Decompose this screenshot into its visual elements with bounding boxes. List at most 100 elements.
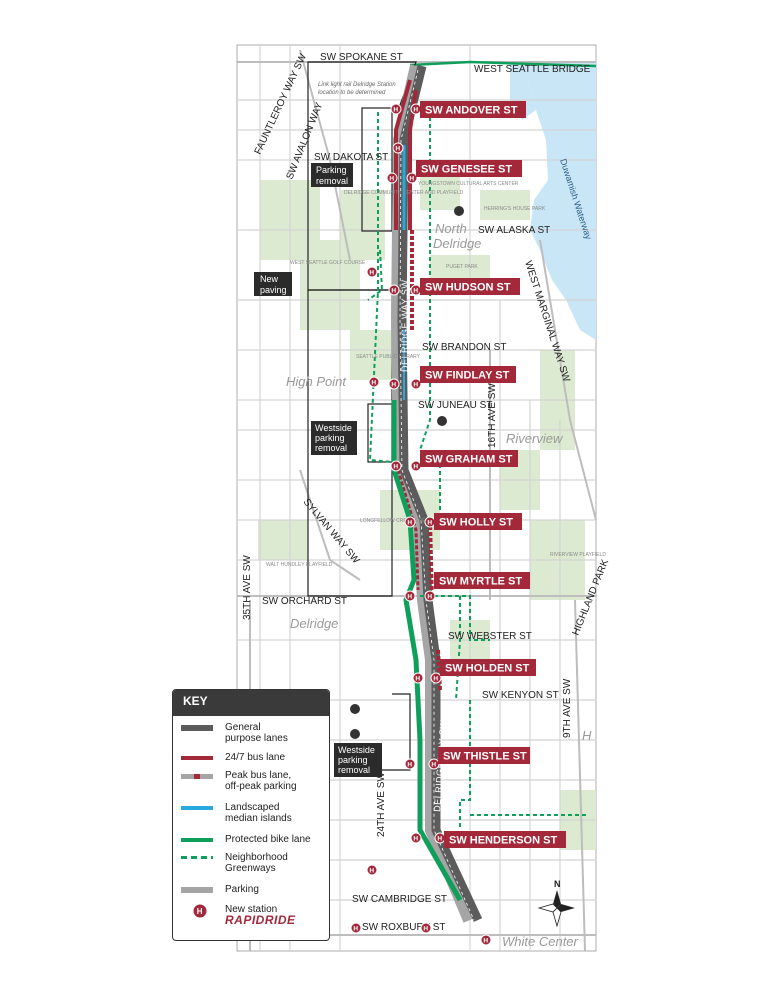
area-north-delridge-1: North bbox=[435, 221, 467, 236]
svg-text:H: H bbox=[391, 382, 396, 389]
callout-new-paving: New paving bbox=[254, 272, 292, 296]
svg-text:removal: removal bbox=[316, 176, 348, 186]
svg-text:H: H bbox=[437, 836, 442, 843]
svg-text:H: H bbox=[197, 907, 203, 916]
key-label: Greenways bbox=[225, 863, 276, 874]
svg-text:removal: removal bbox=[315, 443, 347, 453]
svg-text:Westside: Westside bbox=[338, 745, 375, 755]
station-marker-thistle-east: H bbox=[428, 758, 440, 770]
station-marker-graham-east: H bbox=[410, 460, 422, 472]
station-label: SW HOLLY ST bbox=[439, 517, 513, 529]
street-24th: 24TH AVE SW bbox=[376, 772, 387, 837]
svg-text:H: H bbox=[415, 676, 420, 683]
svg-text:H: H bbox=[413, 382, 418, 389]
svg-text:New: New bbox=[260, 274, 279, 284]
station-label: SW ANDOVER ST bbox=[425, 105, 518, 117]
poi-icon bbox=[454, 206, 464, 216]
station-marker-myrtle-east: H bbox=[424, 590, 436, 602]
street-cambridge: SW CAMBRIDGE ST bbox=[352, 894, 447, 905]
area-high-point: High Point bbox=[286, 374, 347, 389]
local-stop-marker: H bbox=[366, 266, 378, 278]
station-label: SW HOLDEN ST bbox=[445, 663, 530, 675]
svg-text:H: H bbox=[407, 762, 412, 769]
key-label: Landscaped bbox=[225, 802, 280, 813]
area-h-partial: H bbox=[582, 728, 592, 743]
corridor-centerline bbox=[399, 69, 475, 921]
svg-text:parking: parking bbox=[315, 433, 345, 443]
street-spokane: SW SPOKANE ST bbox=[320, 52, 403, 63]
svg-text:H: H bbox=[389, 176, 394, 183]
station-tag-andover: SW ANDOVER ST bbox=[420, 101, 526, 118]
place-golf: WEST SEATTLE GOLF COURSE bbox=[290, 260, 366, 266]
svg-text:Westside: Westside bbox=[315, 423, 352, 433]
station-tag-findlay: SW FINDLAY ST bbox=[420, 366, 516, 383]
rapidride-logo: RAPIDRIDE bbox=[225, 913, 296, 927]
station-marker-findlay: H bbox=[388, 378, 400, 390]
station-tag-graham: SW GRAHAM ST bbox=[420, 450, 518, 467]
svg-text:H: H bbox=[407, 520, 412, 527]
place-library: SEATTLE PUBLIC LIBRARY bbox=[356, 354, 421, 360]
station-label: SW FINDLAY ST bbox=[425, 370, 510, 382]
station-marker-henderson: H bbox=[410, 832, 422, 844]
compass-rose-icon: N bbox=[537, 879, 575, 928]
svg-text:H: H bbox=[409, 176, 414, 183]
local-stop-marker: H bbox=[480, 934, 492, 946]
compass-north-label: N bbox=[554, 879, 561, 889]
station-label: SW MYRTLE ST bbox=[439, 576, 522, 588]
local-stop-marker: H bbox=[420, 922, 432, 934]
street-webster: SW WEBSTER ST bbox=[448, 631, 532, 642]
station-tag-thistle: SW THISTLE ST bbox=[438, 747, 530, 764]
local-stop-marker: H bbox=[350, 922, 362, 934]
street-alaska: SW ALASKA ST bbox=[478, 225, 550, 236]
street-kenyon: SW KENYON ST bbox=[482, 690, 559, 701]
station-marker-holly-east: H bbox=[424, 516, 436, 528]
area-white-center: White Center bbox=[502, 934, 579, 949]
station-label: SW HENDERSON ST bbox=[449, 835, 557, 847]
swatch-general bbox=[181, 725, 213, 731]
svg-text:H: H bbox=[483, 938, 488, 945]
key-title: KEY bbox=[173, 690, 329, 716]
key-label: New station bbox=[225, 904, 278, 915]
protected-bike-lane bbox=[391, 400, 463, 902]
place-delridge-cc: DELRIDGE COMMUNITY CENTER AND PLAYFIELD bbox=[344, 190, 464, 196]
svg-text:H: H bbox=[391, 288, 396, 295]
svg-text:H: H bbox=[353, 926, 358, 933]
station-marker-henderson-east: H bbox=[434, 832, 446, 844]
light-rail-note-1: Link light rail Delridge Station bbox=[318, 82, 396, 88]
swatch-peak bbox=[181, 774, 213, 779]
station-marker-icon: H bbox=[193, 904, 207, 918]
svg-text:H: H bbox=[413, 464, 418, 471]
area-north-delridge-2: Delridge bbox=[433, 236, 481, 251]
svg-text:removal: removal bbox=[338, 765, 370, 775]
station-marker-graham: H bbox=[390, 460, 402, 472]
place-youngstown: YOUNGSTOWN CULTURAL ARTS CENTER bbox=[418, 181, 519, 187]
station-tag-holly: SW HOLLY ST bbox=[434, 513, 522, 530]
local-stop-marker: H bbox=[368, 376, 380, 388]
svg-text:H: H bbox=[395, 146, 400, 153]
svg-text:H: H bbox=[407, 594, 412, 601]
station-marker-andover-east: H bbox=[410, 103, 422, 115]
station-tag-henderson: SW HENDERSON ST bbox=[444, 831, 566, 848]
duwamish-waterway bbox=[528, 62, 596, 340]
street-west-seattle-bridge: WEST SEATTLE BRIDGE bbox=[474, 64, 591, 75]
key-label: Neighborhood bbox=[225, 852, 288, 863]
poi-icons bbox=[350, 206, 464, 739]
station-marker-holly: H bbox=[404, 516, 416, 528]
swatch-bike bbox=[181, 838, 213, 842]
callout-westside-mid: Westside parking removal bbox=[311, 421, 357, 455]
key-label: purpose lanes bbox=[225, 733, 288, 744]
svg-text:H: H bbox=[393, 107, 398, 114]
station-label: SW HUDSON ST bbox=[425, 282, 511, 294]
svg-text:parking: parking bbox=[338, 755, 368, 765]
svg-text:H: H bbox=[413, 836, 418, 843]
svg-text:H: H bbox=[393, 464, 398, 471]
station-marker-hudson: H bbox=[388, 284, 400, 296]
key-label: Peak bus lane, bbox=[225, 770, 292, 781]
svg-text:H: H bbox=[433, 676, 438, 683]
station-tag-myrtle: SW MYRTLE ST bbox=[434, 572, 530, 589]
street-16th: 16TH AVE SW bbox=[487, 383, 498, 448]
bridge-bike-path bbox=[409, 60, 597, 68]
swatch-greenway bbox=[181, 856, 213, 859]
